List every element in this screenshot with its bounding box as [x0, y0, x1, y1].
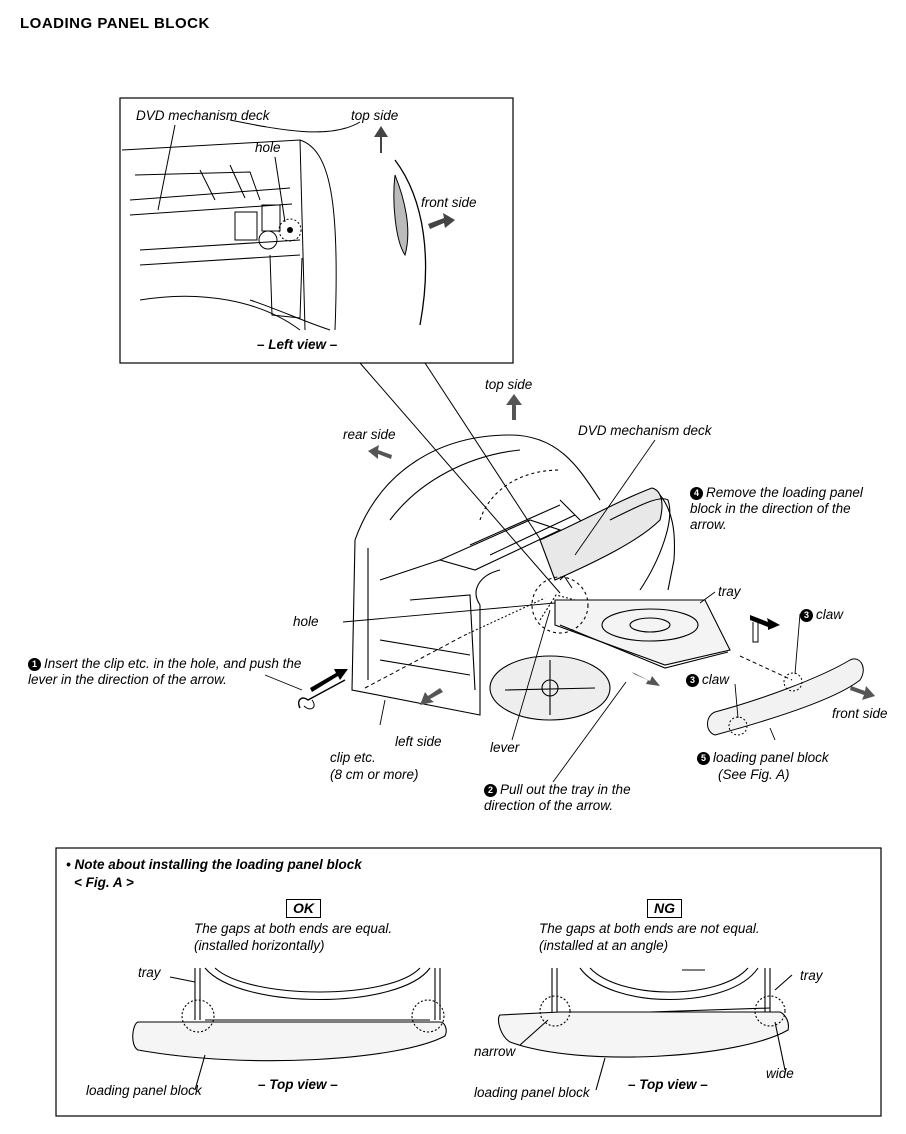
ng-line1: The gaps at both ends are not equal.: [539, 921, 760, 936]
ng-badge: NG: [647, 899, 682, 918]
step-1-text: Insert the clip etc. in the hole, and pu…: [28, 656, 302, 687]
clip-tool: [298, 597, 546, 710]
main-front-side-label: front side: [832, 706, 888, 721]
ok-panel-label: loading panel block: [86, 1083, 202, 1098]
step-1-badge: 1: [28, 658, 41, 671]
ng-line2: (installed at an angle): [539, 938, 669, 953]
ok-line2: (installed horizontally): [194, 938, 325, 953]
step-4-badge: 4: [690, 487, 703, 500]
inset-front-side-label: front side: [421, 195, 477, 210]
ok-tray-label: tray: [138, 965, 161, 980]
main-deck-label: DVD mechanism deck: [578, 423, 712, 438]
detached-panel: [707, 615, 864, 736]
main-rear-side-label: rear side: [343, 427, 396, 442]
ok-top-view: [132, 967, 447, 1091]
note-fig-label: < Fig. A >: [74, 875, 134, 890]
ok-badge: OK: [286, 899, 321, 918]
step-4-text: Remove the loading panel block in the di…: [690, 485, 863, 532]
note-heading: • Note about installing the loading pane…: [66, 857, 362, 872]
step-5-badge: 5: [697, 752, 710, 765]
step-3-badge-lower: 3: [686, 674, 699, 687]
ng-tray-label: tray: [800, 968, 823, 983]
step-5-text: loading panel block: [713, 750, 829, 765]
note-box: [55, 847, 882, 1117]
ng-caption: – Top view –: [628, 1077, 708, 1092]
clip-label: clip etc.: [330, 750, 376, 765]
step-2-badge: 2: [484, 784, 497, 797]
inset-left-view: [119, 97, 573, 594]
ng-top-view: [497, 967, 793, 1091]
step-3-badge-upper: 3: [800, 609, 813, 622]
leader-lines: [264, 439, 801, 783]
inset-hole-label: hole: [255, 140, 281, 155]
clip-length-label: (8 cm or more): [330, 767, 419, 782]
ng-wide-label: wide: [766, 1066, 794, 1081]
ok-line1: The gaps at both ends are equal.: [194, 921, 393, 936]
ng-narrow-label: narrow: [474, 1044, 516, 1059]
inset-deck-label: DVD mechanism deck: [136, 108, 270, 123]
panel-ref-label: (See Fig. A): [718, 767, 790, 782]
main-top-side-label: top side: [485, 377, 533, 392]
main-arrows: [368, 394, 875, 705]
inset-caption: – Left view –: [257, 337, 338, 352]
main-hole-label: hole: [293, 614, 319, 629]
main-left-side-label: left side: [395, 734, 442, 749]
main-tray-label: tray: [718, 584, 741, 599]
main-lever-label: lever: [490, 740, 520, 755]
ok-caption: – Top view –: [258, 1077, 338, 1092]
ng-panel-label: loading panel block: [474, 1085, 590, 1100]
step-2-text: Pull out the tray in the direction of th…: [484, 782, 631, 813]
page-title: LOADING PANEL BLOCK: [20, 15, 210, 32]
main-device: [351, 434, 731, 721]
inset-top-side-label: top side: [351, 108, 399, 123]
